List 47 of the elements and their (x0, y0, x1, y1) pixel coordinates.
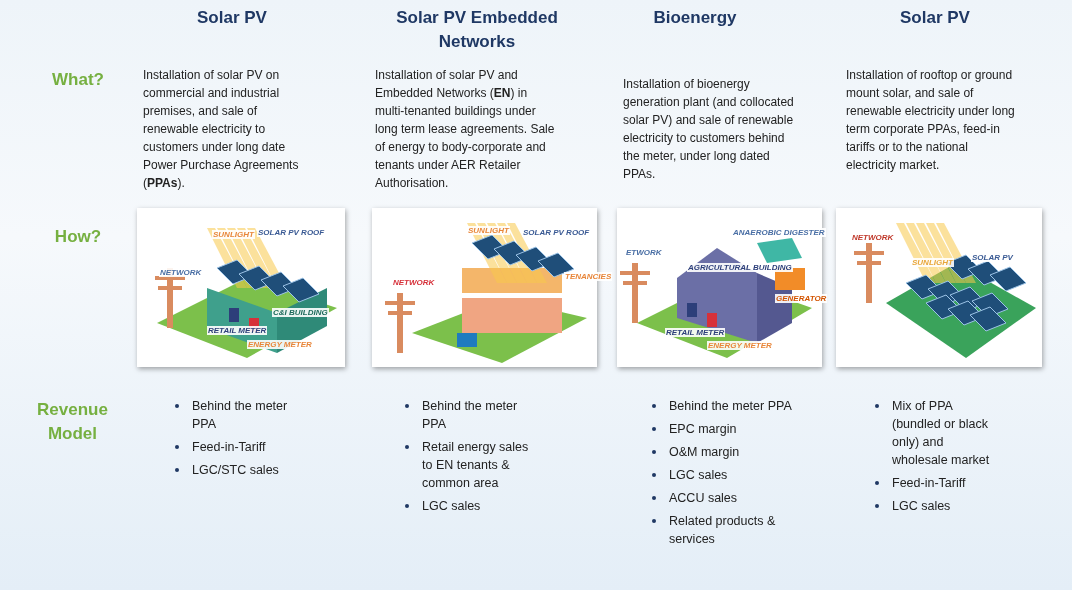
drawing-label: ETWORK (625, 248, 663, 257)
bullet-item: LGC sales (405, 497, 540, 515)
bullet-item: Behind the meter PPA (405, 397, 540, 433)
bullet-item: Related products & services (652, 512, 802, 548)
bullet-item: LGC sales (652, 466, 802, 484)
drawing-label: GENERATOR (775, 294, 828, 303)
drawing-label: NETWORK (392, 278, 436, 287)
row-heading: What? (51, 69, 105, 91)
illustration-picture (137, 208, 345, 367)
drawing-label: SOLAR PV (971, 253, 1014, 262)
description-text: Installation of bioenergy generation plant (and collocated solar PV) and sale of renewable electricity to customers behind the meter, under long dated PPAs. (623, 76, 795, 183)
drawing-label: C&I BUILDING (272, 308, 329, 317)
drawing-label: ENERGY METER (247, 340, 313, 349)
description-text: Installation of rooftop or ground mount solar, and sale of renewable electricity under long term corporate PPAs, feed-in tariffs or to the national electricity market. (846, 67, 1016, 174)
bullet-item: Behind the meter PPA (652, 397, 802, 415)
description-text: Installation of solar PV on commercial and industrial premises, and sale of renewable electricity to customers under long date Power Purchase Agreements (PPAs). (143, 67, 300, 192)
bullet-item: EPC margin (652, 420, 802, 438)
drawing-label: TENANCIES (564, 272, 613, 281)
bullet-item: ACCU sales (652, 489, 802, 507)
drawing-label: NETWORK (851, 233, 895, 242)
drawing-label: AGRICULTURAL BUILDING (687, 263, 793, 272)
drawing-label: SUNLIGHT (911, 258, 954, 267)
drawing-label: ENERGY METER (707, 341, 773, 350)
drawing-label: RETAIL METER (207, 326, 268, 335)
drawing-label: ANAEROBIC DIGESTER (732, 228, 826, 237)
drawing-label: SUNLIGHT (467, 226, 510, 235)
row-heading: How? (53, 226, 103, 248)
bullet-item: O&M margin (652, 443, 802, 461)
column-heading: Solar PV (196, 7, 268, 29)
bullet-item: Behind the meter PPA (175, 397, 290, 433)
drawing-label: RETAIL METER (665, 328, 726, 337)
bullet-item: Feed-in-Tariff (175, 438, 290, 456)
illustration-picture (836, 208, 1042, 367)
drawing-label: SOLAR PV ROOF (522, 228, 591, 237)
row-heading: Revenue Model (36, 399, 109, 445)
column-heading: Solar PV (899, 7, 971, 29)
drawing-label: SUNLIGHT (212, 230, 255, 239)
drawing-label: NETWORK (159, 268, 203, 277)
column-heading: Bioenergy (652, 7, 738, 29)
bullet-item: Mix of PPA (bundled or black only) and wholesale market (875, 397, 1000, 469)
bullet-item: Retail energy sales to EN tenants & common area (405, 438, 540, 492)
column-heading: Solar PV Embedded Networks (395, 7, 559, 53)
bullet-item: Feed-in-Tariff (875, 474, 1000, 492)
drawing-label: SOLAR PV ROOF (257, 228, 326, 237)
bullet-item: LGC/STC sales (175, 461, 290, 479)
description-text: Installation of solar PV and Embedded Networks (EN) in multi-tenanted buildings under long term lease agreements. Sale of energy to body-corporate and tenants under AER Retailer Authorisation. (375, 67, 555, 192)
bullet-item: LGC sales (875, 497, 1000, 515)
